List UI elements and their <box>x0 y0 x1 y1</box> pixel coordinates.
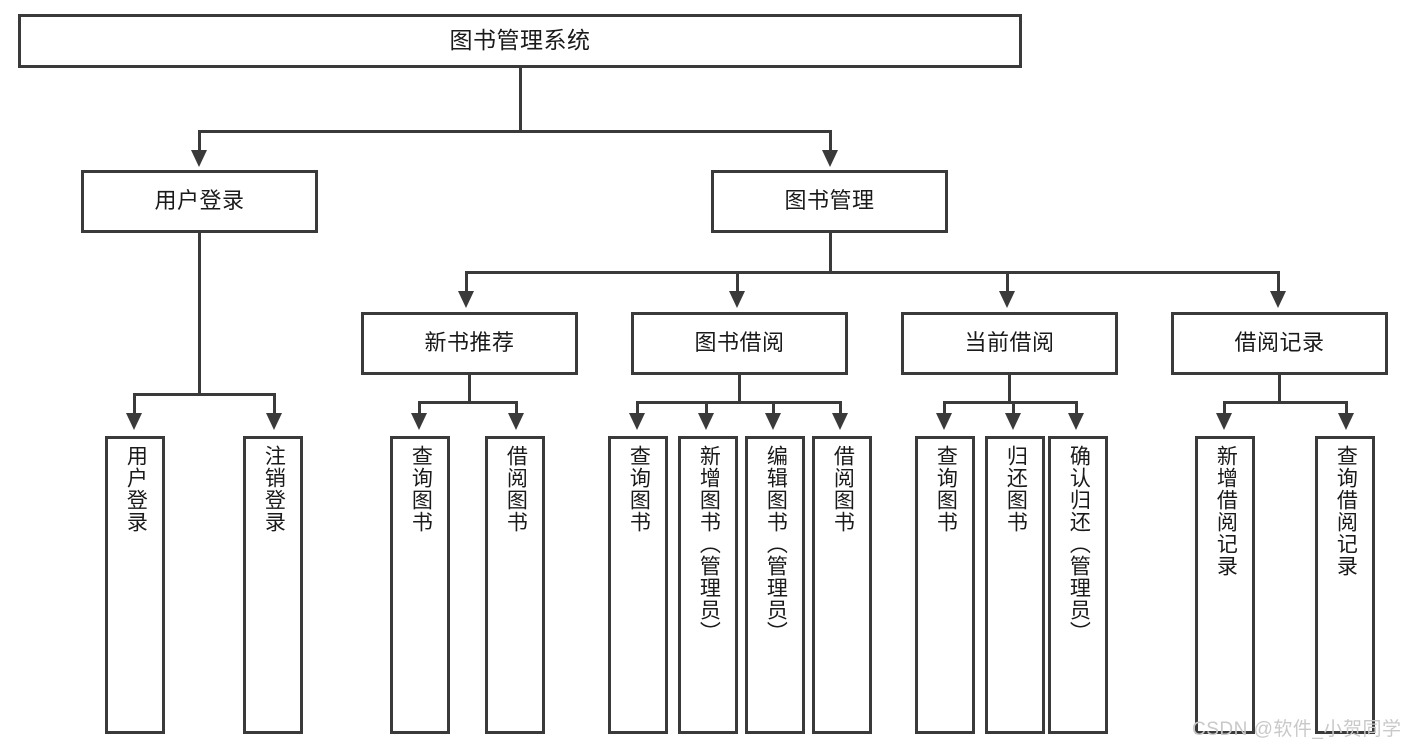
arrowhead-to-borrow-record <box>1270 291 1286 308</box>
arrowhead-leaf-logout <box>266 413 282 430</box>
leaf-label: 新增图书（管理员） <box>697 445 721 643</box>
connector-bookmgmt-drop-3 <box>1006 271 1009 293</box>
arrowhead-leaf-edit-book <box>765 413 781 430</box>
connector-root-stem <box>519 68 522 132</box>
connector-borrowrecord-bus <box>1223 401 1348 404</box>
connector-borrowrecord-drop-1 <box>1223 401 1226 415</box>
connector-currentborrow-drop-2 <box>1012 401 1015 415</box>
leaf-query-book-borrow[interactable]: 查询图书 <box>608 436 668 734</box>
connector-newbook-drop-1 <box>418 401 421 415</box>
connector-currentborrow-stem <box>1008 375 1011 403</box>
arrowhead-to-book-borrow <box>729 291 745 308</box>
node-label: 图书借阅 <box>694 330 785 356</box>
leaf-label: 编辑图书（管理员） <box>764 445 788 643</box>
leaf-borrow-book[interactable]: 借阅图书 <box>812 436 872 734</box>
leaf-query-book-current[interactable]: 查询图书 <box>915 436 975 734</box>
leaf-label: 借阅图书 <box>504 445 528 533</box>
connector-bookmgmt-drop-2 <box>736 271 739 293</box>
connector-root-drop-left <box>198 130 201 152</box>
leaf-label: 查询图书 <box>627 445 651 533</box>
connector-bookborrow-drop-3 <box>772 401 775 415</box>
arrowhead-to-new-book-rec <box>458 291 474 308</box>
node-root-system[interactable]: 图书管理系统 <box>18 14 1022 68</box>
connector-userlogin-stem <box>198 233 201 396</box>
connector-newbook-drop-2 <box>515 401 518 415</box>
connector-borrowrecord-stem <box>1278 375 1281 403</box>
connector-bookborrow-stem <box>738 375 741 403</box>
node-new-book-recommend[interactable]: 新书推荐 <box>361 312 578 375</box>
arrowhead-leaf-borrow-book-1 <box>508 413 524 430</box>
leaf-edit-book-admin[interactable]: 编辑图书（管理员） <box>745 436 805 734</box>
arrowhead-leaf-confirm-return <box>1068 413 1084 430</box>
leaf-label: 用户登录 <box>124 445 148 533</box>
node-current-borrow[interactable]: 当前借阅 <box>901 312 1118 375</box>
node-book-borrow[interactable]: 图书借阅 <box>631 312 848 375</box>
node-label: 借阅记录 <box>1234 330 1325 356</box>
leaf-query-book-newbook[interactable]: 查询图书 <box>390 436 450 734</box>
leaf-label: 确认归还（管理员） <box>1067 445 1091 643</box>
leaf-label: 注销登录 <box>262 445 286 533</box>
leaf-user-login[interactable]: 用户登录 <box>105 436 165 734</box>
arrowhead-to-book-mgmt <box>822 150 838 167</box>
connector-root-bus <box>198 130 832 133</box>
node-label: 图书管理 <box>784 188 875 214</box>
connector-userlogin-bus <box>133 393 276 396</box>
leaf-add-book-admin[interactable]: 新增图书（管理员） <box>678 436 738 734</box>
node-user-login[interactable]: 用户登录 <box>81 170 318 233</box>
leaf-confirm-return-admin[interactable]: 确认归还（管理员） <box>1048 436 1108 734</box>
node-label: 用户登录 <box>154 188 245 214</box>
arrowhead-leaf-return-book <box>1005 413 1021 430</box>
arrowhead-leaf-query-record <box>1338 413 1354 430</box>
connector-borrowrecord-drop-2 <box>1345 401 1348 415</box>
connector-root-drop-right <box>829 130 832 152</box>
leaf-label: 借阅图书 <box>831 445 855 533</box>
connector-bookborrow-drop-1 <box>636 401 639 415</box>
connector-bookmgmt-drop-1 <box>465 271 468 293</box>
arrowhead-to-user-login <box>191 150 207 167</box>
connector-bookborrow-bus <box>636 401 841 404</box>
leaf-query-borrow-record[interactable]: 查询借阅记录 <box>1315 436 1375 734</box>
leaf-label: 查询图书 <box>409 445 433 533</box>
leaf-label: 归还图书 <box>1004 445 1028 533</box>
node-label: 当前借阅 <box>964 330 1055 356</box>
node-label: 新书推荐 <box>424 330 515 356</box>
connector-currentborrow-bus <box>943 401 1078 404</box>
leaf-add-borrow-record[interactable]: 新增借阅记录 <box>1195 436 1255 734</box>
leaf-return-book[interactable]: 归还图书 <box>985 436 1045 734</box>
node-book-management[interactable]: 图书管理 <box>711 170 948 233</box>
connector-bookmgmt-bus <box>465 271 1277 274</box>
connector-currentborrow-drop-1 <box>943 401 946 415</box>
connector-userlogin-drop-2 <box>273 393 276 415</box>
arrowhead-leaf-add-book <box>698 413 714 430</box>
arrowhead-leaf-query-book-1 <box>411 413 427 430</box>
leaf-borrow-book-newbook[interactable]: 借阅图书 <box>485 436 545 734</box>
arrowhead-leaf-add-record <box>1216 413 1232 430</box>
connector-newbook-bus <box>418 401 518 404</box>
connector-bookborrow-drop-2 <box>705 401 708 415</box>
connector-bookmgmt-drop-4 <box>1277 271 1280 293</box>
leaf-label: 查询借阅记录 <box>1334 445 1358 577</box>
arrowhead-leaf-borrow-book-2 <box>832 413 848 430</box>
leaf-label: 查询图书 <box>934 445 958 533</box>
leaf-logout[interactable]: 注销登录 <box>243 436 303 734</box>
arrowhead-to-current-borrow <box>999 291 1015 308</box>
arrowhead-leaf-user-login <box>126 413 142 430</box>
connector-bookmgmt-stem <box>829 233 832 273</box>
connector-newbook-stem <box>468 375 471 403</box>
arrowhead-leaf-query-book-2 <box>629 413 645 430</box>
connector-currentborrow-drop-3 <box>1075 401 1078 415</box>
node-label: 图书管理系统 <box>449 27 591 54</box>
leaf-label: 新增借阅记录 <box>1214 445 1238 577</box>
csdn-watermark: CSDN @软件_小贺同学 <box>1192 719 1402 740</box>
arrowhead-leaf-query-book-3 <box>936 413 952 430</box>
connector-userlogin-drop-1 <box>133 393 136 415</box>
node-borrow-record[interactable]: 借阅记录 <box>1171 312 1388 375</box>
connector-bookborrow-drop-4 <box>839 401 842 415</box>
